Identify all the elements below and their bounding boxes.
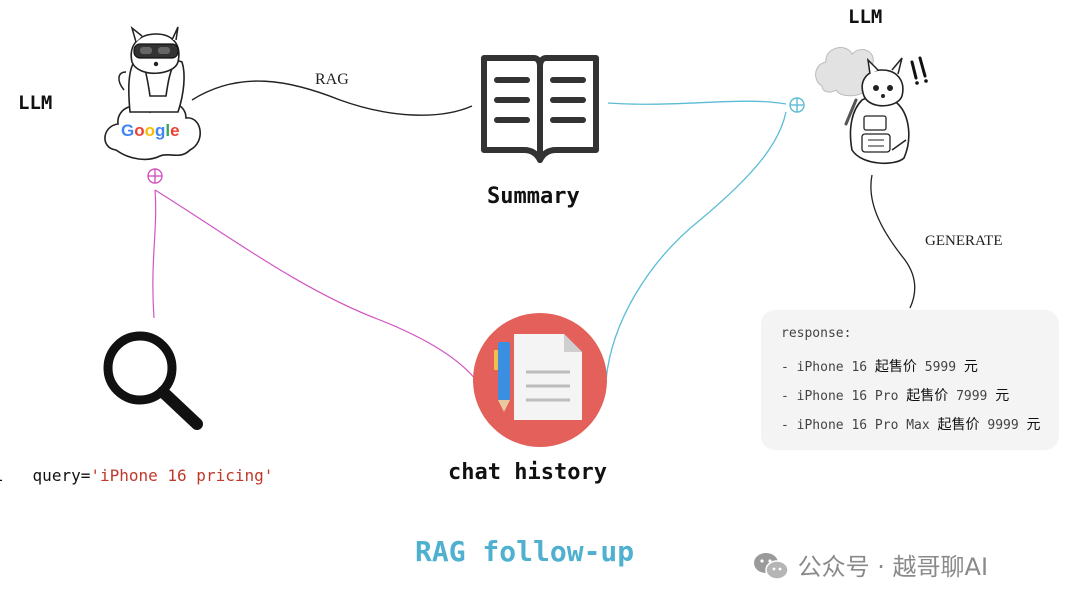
wechat-icon	[754, 553, 789, 580]
response-item-price: 7999	[956, 389, 988, 404]
generate-edge	[870, 174, 916, 309]
chat-to-llm-edge	[605, 111, 787, 381]
search-icon	[103, 331, 203, 430]
response-item-price: 5999	[924, 360, 957, 375]
google-to-search-edge	[152, 189, 157, 319]
response-item-model: - iPhone 16 Pro Max	[781, 418, 930, 433]
diagram-title: RAG follow-up	[415, 535, 635, 568]
response-item-model: - iPhone 16 Pro	[781, 389, 899, 404]
llm-left-label: LLM	[18, 92, 53, 114]
svg-text:Google: Google	[121, 121, 180, 140]
response-item-cn: 起售价	[874, 359, 917, 375]
llama-generate-icon	[815, 47, 928, 165]
google-to-chat-edge	[154, 189, 477, 381]
llm-right-label: LLM	[848, 6, 883, 28]
rag-edge	[191, 80, 473, 116]
response-item: - iPhone 16 Pro 起售价 7999 元	[781, 385, 1009, 405]
chat-history-icon	[473, 313, 607, 447]
response-item: - iPhone 16 起售价 5999 元	[781, 356, 978, 376]
response-box: response: - iPhone 16 起售价 5999 元 - iPhon…	[761, 310, 1059, 450]
query-text: l query='iPhone 16 pricing'	[0, 466, 273, 485]
watermark: 公众号 · 越哥聊AI	[752, 547, 988, 582]
book-icon	[481, 55, 599, 163]
join-icon-right	[789, 97, 805, 113]
response-item-model: - iPhone 16	[781, 360, 868, 375]
response-item-unit: 元	[1026, 417, 1041, 433]
response-header: response:	[781, 326, 852, 341]
summary-label: Summary	[487, 184, 580, 209]
response-item-unit: 元	[963, 359, 978, 375]
rag-edge-label: RAG	[315, 71, 349, 88]
generate-edge-label: GENERATE	[925, 233, 1003, 249]
chat-history-label: chat history	[448, 460, 607, 485]
query-value: 'iPhone 16 pricing'	[90, 466, 274, 485]
query-prefix: l	[0, 466, 4, 485]
query-key: query=	[32, 466, 91, 485]
join-icon-left	[147, 168, 163, 184]
response-item-cn: 起售价	[906, 388, 949, 404]
response-item: - iPhone 16 Pro Max 起售价 9999 元	[781, 414, 1041, 434]
response-item-cn: 起售价	[937, 417, 980, 433]
summary-to-llm-edge	[607, 100, 787, 105]
response-item-price: 9999	[987, 418, 1019, 433]
llama-google-icon: Google	[104, 25, 201, 161]
response-item-unit: 元	[995, 388, 1010, 404]
watermark-text: 公众号 · 越哥聊AI	[797, 553, 989, 581]
